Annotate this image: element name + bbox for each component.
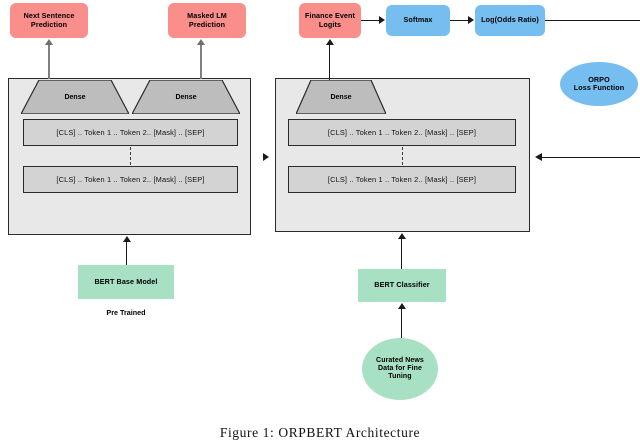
figure-caption: Figure 1: ORPBERT Architecture — [0, 425, 640, 440]
node-finance-event-logits: Finance Event Logits — [299, 3, 361, 38]
connector-pretrain-to-nsp — [48, 44, 50, 79]
finetune-token-row-top-text: [CLS] .. Token 1 .. Token 2.. [Mask] .. … — [327, 128, 477, 137]
arrowhead-pretrain-to-finetune — [263, 153, 269, 161]
arrowhead-finetune-to-logits — [326, 39, 334, 45]
arrowhead-pretrain-to-mlm — [197, 39, 205, 45]
node-softmax: Softmax — [386, 5, 450, 36]
bert-classifier-label: BERT Classifier — [374, 280, 430, 290]
orpo-loss-function-label: ORPO Loss Function — [573, 74, 625, 92]
arrowhead-news-to-classifier — [398, 303, 406, 309]
connector-bertbase-to-pretrain — [126, 241, 128, 265]
pre-trained-label: Pre Trained — [78, 308, 174, 317]
finetuning-encoder-panel: Dense [CLS] .. Token 1 .. Token 2.. [Mas… — [275, 78, 530, 232]
connector-logits-to-softmax — [361, 20, 380, 22]
pretrain-layer-dots — [130, 147, 131, 165]
pretraining-encoder-panel: Dense Dense [CLS] .. Token 1 .. Token 2.… — [8, 78, 251, 235]
pretrain-token-row-bottom: [CLS] .. Token 1 .. Token 2.. [Mask] .. … — [23, 166, 238, 193]
dense-trapezoid-shape — [296, 80, 386, 114]
dense-left-label-wrap: Dense — [21, 80, 129, 114]
connector-loss-feedback-to-finetune — [542, 157, 640, 159]
node-bert-classifier: BERT Classifier — [358, 269, 446, 302]
dense-trapezoid-left-shape — [21, 80, 129, 114]
node-orpo-loss-function: ORPO Loss Function — [560, 62, 638, 106]
node-curated-news-data: Curated News Data for Fine Tuning — [362, 338, 438, 400]
node-bert-base-model: BERT Base Model — [78, 265, 174, 299]
dense-label-wrap: Dense — [296, 80, 386, 114]
dense-trapezoid-right-shape — [132, 80, 240, 114]
connector-softmax-to-logodds — [450, 20, 468, 22]
arrowhead-logits-to-softmax — [379, 16, 385, 24]
figure-caption-text: Figure 1: ORPBERT Architecture — [219, 425, 421, 440]
curated-news-data-label: Curated News Data for Fine Tuning — [376, 356, 424, 381]
arrowhead-bertbase-to-pretrain — [123, 236, 131, 242]
connector-news-to-classifier — [401, 308, 403, 338]
node-next-sentence-prediction: Next Sentence Prediction — [10, 3, 88, 38]
next-sentence-prediction-label: Next Sentence Prediction — [23, 11, 75, 29]
pretrain-token-row-top-text: [CLS] .. Token 1 .. Token 2.. [Mask] .. … — [56, 128, 205, 137]
pre-trained-text: Pre Trained — [106, 308, 146, 317]
dense-right-label-wrap: Dense — [132, 80, 240, 114]
dense-right-label: Dense — [175, 93, 197, 101]
connector-finetune-to-logits — [329, 44, 331, 80]
dense-left-label: Dense — [64, 93, 86, 101]
connector-classifier-to-finetune — [401, 238, 403, 269]
softmax-label: Softmax — [403, 15, 433, 25]
node-log-odds-ratio: Log(Odds Ratio) — [475, 5, 545, 36]
connector-pretrain-to-mlm — [200, 44, 202, 79]
arrowhead-softmax-to-logodds — [468, 16, 474, 24]
finetune-layer-dots — [402, 147, 403, 165]
pretrain-token-row-bottom-text: [CLS] .. Token 1 .. Token 2.. [Mask] .. … — [56, 175, 205, 184]
arrowhead-classifier-to-finetune — [398, 233, 406, 239]
connector-logodds-to-right-edge — [545, 20, 640, 22]
finetune-token-row-bottom: [CLS] .. Token 1 .. Token 2.. [Mask] .. … — [288, 166, 516, 193]
masked-lm-prediction-label: Masked LM Prediction — [187, 11, 227, 29]
pretrain-token-row-top: [CLS] .. Token 1 .. Token 2.. [Mask] .. … — [23, 119, 238, 146]
arrowhead-pretrain-to-nsp — [45, 39, 53, 45]
node-masked-lm-prediction: Masked LM Prediction — [168, 3, 246, 38]
bert-base-model-label: BERT Base Model — [94, 276, 158, 286]
dense-label: Dense — [330, 93, 352, 101]
finetune-token-row-top: [CLS] .. Token 1 .. Token 2.. [Mask] .. … — [288, 119, 516, 146]
finetune-token-row-bottom-text: [CLS] .. Token 1 .. Token 2.. [Mask] .. … — [327, 175, 477, 184]
finance-event-logits-label: Finance Event Logits — [304, 11, 356, 29]
arrowhead-loss-feedback-to-finetune — [535, 153, 542, 161]
log-odds-ratio-label: Log(Odds Ratio) — [481, 15, 539, 25]
